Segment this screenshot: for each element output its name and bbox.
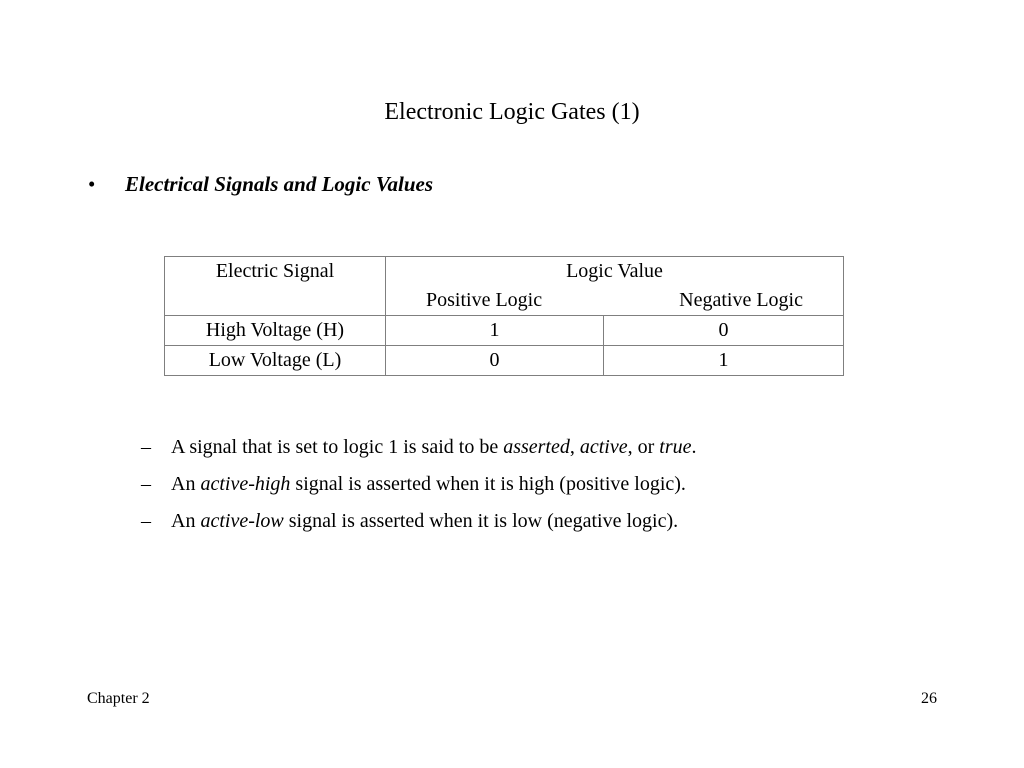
header-positive-logic: Positive Logic bbox=[426, 289, 543, 311]
header-electric-signal: Electric Signal bbox=[164, 256, 386, 316]
cell-positive: 0 bbox=[385, 345, 604, 376]
header-logic-value: Logic Value bbox=[566, 260, 663, 282]
term-true: true bbox=[659, 436, 692, 458]
bullet-marker: • bbox=[88, 172, 96, 196]
bullet-text: Electrical Signals and Logic Values bbox=[125, 172, 434, 196]
text-segment: . bbox=[691, 436, 697, 458]
header-logic-subheads: Positive Logic Negative Logic bbox=[386, 286, 843, 315]
text-segment: A signal that is set to logic 1 is said … bbox=[171, 436, 504, 458]
table-header-row: Electric Signal Logic Value Positive Log… bbox=[164, 256, 844, 316]
dash-marker: – bbox=[141, 436, 151, 458]
sub-bullet-text: A signal that is set to logic 1 is said … bbox=[171, 429, 697, 466]
text-segment: An bbox=[171, 473, 201, 495]
dash-marker: – bbox=[141, 510, 151, 532]
dash-marker: – bbox=[141, 473, 151, 495]
slide-title: Electronic Logic Gates (1) bbox=[384, 99, 640, 125]
cell-signal: Low Voltage (L) bbox=[164, 345, 386, 376]
cell-positive: 1 bbox=[385, 315, 604, 346]
header-logic-value-group: Logic Value Positive Logic Negative Logi… bbox=[385, 256, 844, 316]
sub-bullet-text: An active-high signal is asserted when i… bbox=[171, 466, 686, 503]
text-segment: , or bbox=[627, 436, 660, 458]
cell-negative: 1 bbox=[603, 345, 844, 376]
sub-bullet-text: An active-low signal is asserted when it… bbox=[171, 503, 678, 540]
text-segment: signal is asserted when it is low (negat… bbox=[283, 510, 679, 532]
term-active: active bbox=[579, 436, 628, 458]
footer-page-number: 26 bbox=[921, 690, 937, 707]
text-segment: signal is asserted when it is high (posi… bbox=[290, 473, 686, 495]
term-asserted: asserted bbox=[503, 436, 570, 458]
table-row: High Voltage (H) 1 0 bbox=[164, 315, 844, 346]
cell-signal: High Voltage (H) bbox=[164, 315, 386, 346]
term-active-low: active-low bbox=[200, 510, 284, 532]
header-negative-logic: Negative Logic bbox=[679, 289, 803, 311]
term-active-high: active-high bbox=[200, 473, 291, 495]
cell-negative: 0 bbox=[603, 315, 844, 346]
table-row: Low Voltage (L) 0 1 bbox=[164, 345, 844, 376]
logic-value-table: Electric Signal Logic Value Positive Log… bbox=[164, 256, 844, 376]
text-segment: An bbox=[171, 510, 201, 532]
text-segment: , bbox=[569, 436, 580, 458]
footer-chapter: Chapter 2 bbox=[87, 690, 150, 707]
